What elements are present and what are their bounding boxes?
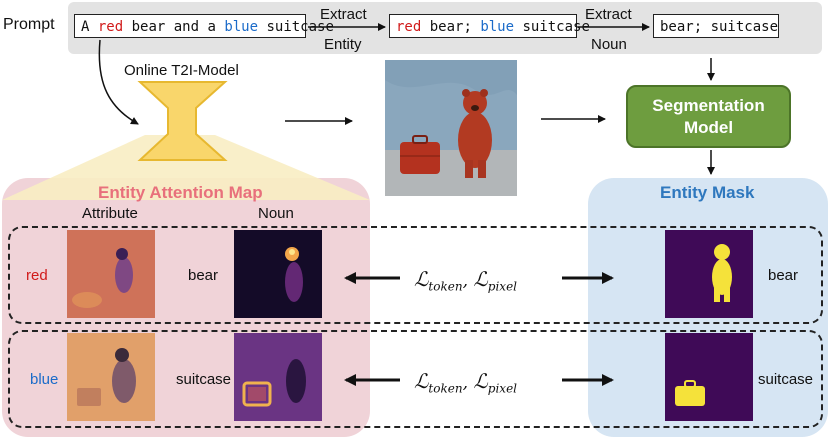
col-attribute: Attribute — [82, 205, 138, 222]
t2i-model-icon — [137, 81, 228, 161]
attribute-map-red — [67, 230, 155, 318]
extract-noun-label-2: Noun — [591, 36, 627, 53]
model-cone — [2, 135, 370, 200]
loss-terms-1: ℒtoken, ℒpixel — [414, 267, 518, 294]
prompt-to-model-arrow — [98, 39, 139, 125]
noun-text-box: bear; suitcase — [653, 14, 779, 38]
generated-image — [385, 60, 517, 196]
attention-title: Entity Attention Map — [98, 183, 263, 202]
mask-noun-bear: bear — [768, 267, 799, 284]
noun-map-suitcase — [234, 333, 322, 421]
prompt-label: Prompt — [3, 16, 55, 33]
row-attribute-blue: blue — [30, 371, 59, 388]
model-label: Online T2I-Model — [124, 62, 239, 79]
prompt-part: suitcase — [258, 19, 334, 35]
attribute-blue: blue — [224, 19, 259, 35]
extract-entity-label-1: Extract — [320, 6, 367, 23]
segmentation-line-2: Model — [683, 117, 734, 137]
row-noun-suitcase: suitcase — [176, 371, 232, 388]
mask-noun-suitcase: suitcase — [758, 371, 814, 388]
entity-text-box: red bear; blue suitcase — [389, 14, 590, 38]
entity-part: suitcase — [514, 19, 590, 35]
row-box-bear — [8, 226, 823, 324]
attribute-map-blue — [67, 333, 155, 421]
row-attribute-red: red — [26, 267, 48, 284]
segmentation-line-1: Segmentation — [652, 95, 765, 115]
prompt-text-box: A red bear and a blue suitcase — [74, 14, 334, 38]
segmentation-model-box: Segmentation Model — [626, 85, 791, 148]
noun-map-bear — [234, 230, 322, 318]
row-box-suitcase — [8, 330, 823, 428]
extract-entity-label-2: Entity — [324, 36, 362, 53]
col-noun: Noun — [258, 205, 294, 222]
loss-terms-2: ℒtoken, ℒpixel — [414, 369, 518, 396]
mask-title: Entity Mask — [660, 183, 755, 202]
entity-part: bear; — [421, 19, 481, 35]
attribute-blue: blue — [480, 19, 515, 35]
row-noun-bear: bear — [188, 267, 219, 284]
mask-bear — [665, 230, 753, 318]
prompt-part: A — [81, 19, 98, 35]
attribute-red: red — [396, 19, 422, 35]
extract-noun-label-1: Extract — [585, 6, 632, 23]
mask-suitcase — [665, 333, 753, 421]
prompt-part: bear and a — [123, 19, 225, 35]
attribute-red: red — [97, 19, 124, 35]
